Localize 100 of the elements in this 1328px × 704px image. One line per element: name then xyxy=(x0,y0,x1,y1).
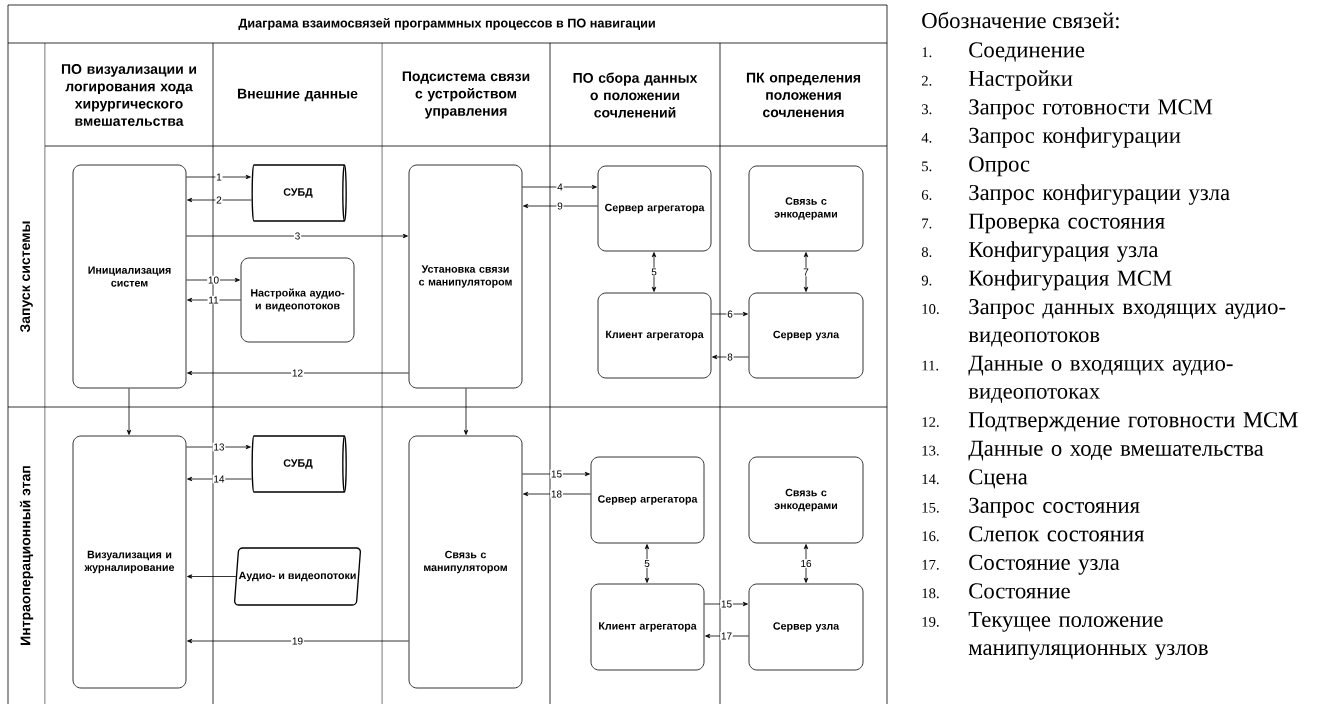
item-number: 19. xyxy=(922,616,939,627)
edge-label: 15 xyxy=(550,469,563,479)
process-box: Визуализация и журналирование xyxy=(72,435,187,689)
item-number: 2. xyxy=(921,75,932,86)
legend-item: Опрос xyxy=(969,156,1030,177)
edge-label: 12 xyxy=(291,368,304,378)
arrow xyxy=(187,638,409,644)
item-number: 10. xyxy=(922,304,939,314)
column-header: Подсистема связи с устройством управления xyxy=(402,71,530,119)
item-number: 13. xyxy=(922,445,939,456)
process-box: Установка связи с манипулятором xyxy=(408,164,523,389)
edge-label: 17 xyxy=(720,631,733,641)
arrow xyxy=(187,370,409,376)
edge-label: 19 xyxy=(291,636,304,646)
edge-label: 5 xyxy=(650,267,658,277)
arrow xyxy=(187,297,241,303)
edge-label: 9 xyxy=(556,201,564,211)
edge-label: 5 xyxy=(643,559,651,568)
column-header: ПО сбора данных о положении сочленений xyxy=(573,72,698,118)
column-header: ПО визуализации и логирования хода хирургического вмешательства xyxy=(61,64,197,126)
legend-item: Данные о входящих аудио-видеопотоках xyxy=(968,355,1233,403)
process-box: Настройка аудио- и видеопотоков xyxy=(240,257,355,343)
process-box: Сервер узла xyxy=(748,292,864,379)
item-number: 3. xyxy=(922,104,932,115)
legend-item: Запрос состояния xyxy=(969,497,1140,518)
legend-item: Состояние узла xyxy=(969,554,1120,575)
edge-label: 3 xyxy=(293,231,302,241)
edge-label: 4 xyxy=(556,182,564,192)
edge-label: 15 xyxy=(720,599,733,609)
item-number: 5. xyxy=(922,161,932,172)
item-number: 15. xyxy=(922,502,939,513)
edge-label: 1 xyxy=(215,172,223,182)
edge-label: 13 xyxy=(212,442,226,452)
item-number: 8. xyxy=(921,247,932,257)
lane-label: Запуск системы xyxy=(20,221,33,333)
process-box: Клиент агрегатора xyxy=(590,583,705,671)
edge-label: 8 xyxy=(726,352,734,362)
edge-label: 10 xyxy=(207,275,220,285)
item-number: 9. xyxy=(921,275,932,286)
edge-label: 16 xyxy=(799,559,813,568)
arrow xyxy=(803,252,809,292)
arrow xyxy=(186,444,251,450)
edge-label: 6 xyxy=(726,309,734,319)
arrow xyxy=(463,388,469,435)
edge-label: 7 xyxy=(802,267,810,277)
legend-item: Данные о ходе вмешательства xyxy=(968,440,1264,461)
item-number: 14. xyxy=(922,474,939,485)
legend-item: Состояние xyxy=(969,583,1070,599)
item-number: 1. xyxy=(922,47,932,58)
legend-item: Соединение xyxy=(969,42,1085,62)
legend-heading: Обозначение связей: xyxy=(922,11,1119,29)
arrow xyxy=(186,233,408,239)
item-number: 4. xyxy=(921,132,932,143)
legend-item: Запрос конфигурации xyxy=(969,127,1181,148)
column-header: Внешние данные xyxy=(238,88,358,102)
item-number: 7. xyxy=(922,218,932,229)
legend-item: Конфигурация МСМ xyxy=(968,269,1172,291)
process-box: Сервер агрегатора xyxy=(597,165,712,252)
process-box: Связь с манипулятором xyxy=(408,435,523,689)
arrow xyxy=(187,574,237,579)
legend-item: Запрос готовности МСМ xyxy=(969,99,1213,120)
process-box: Связь с энкодерами xyxy=(748,165,864,252)
arrow xyxy=(186,277,240,283)
arrow xyxy=(803,544,809,583)
process-box: Инициализация систем xyxy=(72,164,187,389)
item-number: 17. xyxy=(922,559,939,570)
legend-item: Конфигурация узла xyxy=(968,241,1159,262)
database-cylinder: СУБД xyxy=(251,435,347,493)
legend-item: Сцена xyxy=(969,469,1028,489)
arrow xyxy=(644,544,650,583)
arrow xyxy=(712,354,749,360)
arrow xyxy=(705,633,749,639)
item-number: 18. xyxy=(922,588,939,599)
arrow xyxy=(711,311,748,317)
legend-item: Запрос данных входящих аудио-видеопотоков xyxy=(968,299,1286,347)
arrow xyxy=(522,471,590,477)
edge-label: 2 xyxy=(215,195,223,205)
item-number: 12. xyxy=(922,417,939,428)
arrow xyxy=(651,252,657,292)
process-box: Сервер узла xyxy=(748,583,864,671)
lane-label: Интраоперационный этап xyxy=(19,466,34,645)
diagram-title: Диаграма взаимосвязей программных процессов в ПО навигации xyxy=(238,17,655,31)
legend-item: Подтверждение готовности МСМ xyxy=(968,412,1298,432)
process-box: Сервер агрегатора xyxy=(590,456,705,544)
database-cylinder: СУБД xyxy=(251,164,347,222)
arrow xyxy=(126,388,132,435)
column-header: ПК определения положения сочленения xyxy=(746,72,861,118)
arrow xyxy=(522,184,597,190)
item-number: 11. xyxy=(922,360,939,371)
arrow xyxy=(704,601,748,607)
edge-label: 18 xyxy=(550,489,563,499)
data-parallelogram: Аудио- и видеопотоки xyxy=(234,547,361,606)
arrow xyxy=(186,174,251,180)
legend-item: Проверка состояния xyxy=(968,213,1165,234)
arrow xyxy=(523,491,591,497)
legend-item: Настройки xyxy=(968,70,1073,91)
arrow xyxy=(187,197,252,203)
edge-label: 14 xyxy=(212,474,226,484)
process-box: Связь с энкодерами xyxy=(748,456,864,544)
legend-item: Текущее положение манипуляционных узлов xyxy=(968,612,1208,660)
